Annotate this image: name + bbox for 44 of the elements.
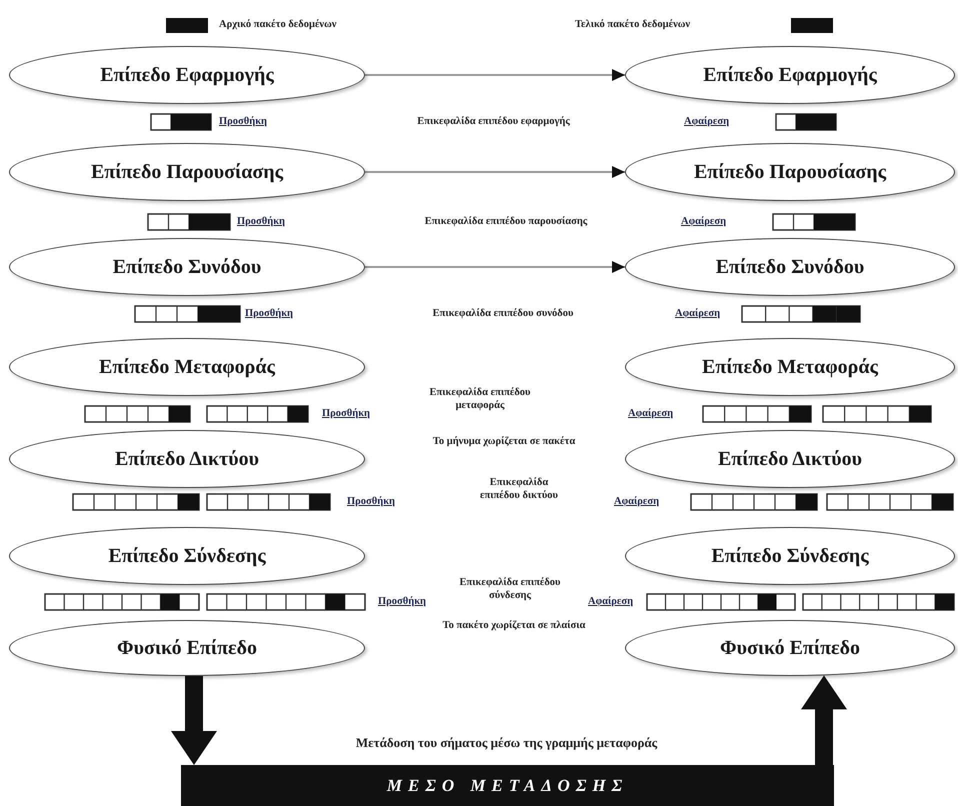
header-note: Επικεφαλίδα επιπέδου δικτύου [478,476,560,502]
action-label: Προσθήκη [245,307,293,320]
action-label: Αφαίρεση [675,307,720,320]
layer-name: Επίπεδο Εφαρμογής [703,64,877,86]
layer-name: Επίπεδο Παρουσίασης [694,160,886,184]
layer-name: Επίπεδο Σύνδεσης [711,544,869,568]
action-label: Αφαίρεση [684,115,730,128]
action-label: Αφαίρεση [588,595,634,608]
transmission-medium-bar [181,765,834,806]
thick-arrow [171,676,217,765]
layer-name: Επίπεδο Σύνδεσης [108,544,266,568]
layer-name: Φυσικό Επίπεδο [117,636,257,660]
header-note: Επικεφαλίδα επιπέδου συνόδου [432,307,574,320]
arrow [365,69,625,81]
action-label: Προσθήκη [237,215,285,228]
layer-name: Επίπεδο Μεταφοράς [702,356,878,378]
header-note: Επικεφαλίδα επιπέδου εφαρμογής [416,115,571,128]
header-note: Επικεφαλίδα επιπέδου μεταφοράς [428,386,532,412]
arrow [365,261,625,273]
legend-text: Τελικό πακέτο δεδομένων [575,19,690,30]
layer-name: Επίπεδο Δικτύου [114,448,260,470]
header-note: Το πακέτο χωρίζεται σε πλαίσια [442,619,586,632]
header-note: Επικεφαλίδα επιπέδου σύνδεσης [458,576,562,602]
action-label: Προσθήκη [378,595,426,608]
layer-name: Επίπεδο Συνόδου [716,256,864,278]
header-note: Το μήνυμα χωρίζεται σε πακέτα [432,435,576,448]
action-label: Αφαίρεση [681,215,726,228]
layer-name: Επίπεδο Δικτύου [718,448,862,470]
layer-name: Επίπεδο Συνόδου [112,256,262,278]
header-note: Μετάδοση του σήματος μέσω της γραμμής μεταφοράς [354,735,658,752]
arrow [365,166,625,178]
layer-name: Επίπεδο Μεταφοράς [99,356,275,378]
medium-title: ΜΕΣΟ ΜΕΤΑΔΟΣΗΣ [386,776,628,796]
layer-name: Επίπεδο Εφαρμογής [100,64,274,86]
layer-name: Φυσικό Επίπεδο [720,636,860,660]
action-label: Αφαίρεση [628,407,674,420]
action-label: Αφαίρεση [614,495,660,508]
action-label: Προσθήκη [322,407,370,420]
action-label: Προσθήκη [347,495,395,508]
header-note: Επικεφαλίδα επιπέδου παρουσίασης [424,215,588,228]
action-label: Προσθήκη [219,115,267,128]
layer-name: Επίπεδο Παρουσίασης [90,160,284,184]
thick-arrow [801,675,847,765]
legend-text: Αρχικό πακέτο δεδομένων [219,19,336,30]
